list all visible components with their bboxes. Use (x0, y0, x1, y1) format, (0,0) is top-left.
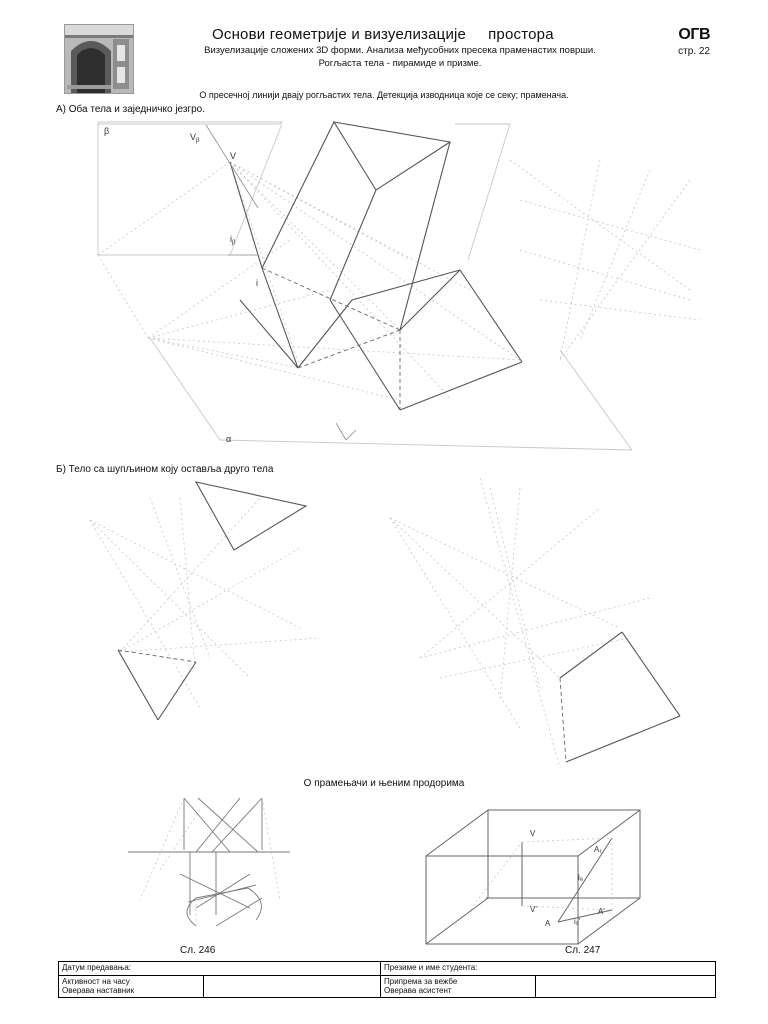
section-c-heading: О прамењачи и њеним продорима (303, 778, 465, 789)
topic-line: О пресечној линији двају рогљастих тела.… (199, 90, 569, 100)
label-alpha: α (226, 434, 231, 444)
page-number: стр. 22 (678, 46, 710, 57)
assistant-label: Оверава асистент (384, 986, 452, 995)
header-photo (64, 24, 134, 94)
page-subtitle-1: Визуелизације сложених 3D форми. Анализа… (204, 45, 596, 56)
label-v-top: V (530, 829, 536, 838)
signoff-table: Датум предавања: Презиме и име студента:… (58, 961, 716, 998)
fig-247-caption: Сл. 247 (565, 945, 601, 956)
assistant-signature-cell[interactable] (535, 975, 716, 998)
label-i: i (256, 278, 258, 288)
fig-246-caption: Сл. 246 (180, 945, 216, 956)
student-name-label: Презиме и име студента: (384, 963, 478, 972)
label-v-beta: Vβ (190, 132, 200, 144)
label-i-beta: iβ (230, 234, 236, 246)
activity-label: Активност на часу (62, 977, 130, 986)
label-beta: β (104, 126, 109, 136)
teacher-label: Оверава наставник (62, 986, 135, 995)
activity-label-cell: Активност на часу Оверава наставник (58, 975, 204, 998)
lecture-date-cell[interactable]: Датум предавања: (58, 961, 381, 976)
page-subtitle-2: Рогљаста тела - пирамиде и призме. (318, 58, 482, 69)
label-a1: A₁ (594, 845, 602, 854)
student-name-cell[interactable]: Презиме и име студента: (380, 961, 716, 976)
label-a: A (545, 919, 551, 928)
label-v-bottom: V' (530, 905, 537, 914)
figure-c: V V' A₁ iₐ A' A iₐ' (128, 797, 641, 945)
teacher-signature-cell[interactable] (203, 975, 381, 998)
section-b-heading: Б) Тело са шупљином коју оставља друго т… (56, 464, 274, 475)
lecture-date-label: Датум предавања: (62, 963, 132, 972)
label-ia-prime: iₐ' (574, 917, 581, 926)
prep-label-cell: Припрема за вежбе Оверава асистент (380, 975, 536, 998)
label-a-prime: A' (598, 907, 605, 916)
section-a-heading: А) Оба тела и заједничко језгро. (56, 104, 206, 115)
label-v: V (230, 151, 236, 161)
label-ia: iₐ (578, 873, 584, 882)
prep-label: Припрема за вежбе (384, 977, 458, 986)
course-logo: ОГВ (678, 26, 710, 43)
figure-b (89, 478, 681, 769)
